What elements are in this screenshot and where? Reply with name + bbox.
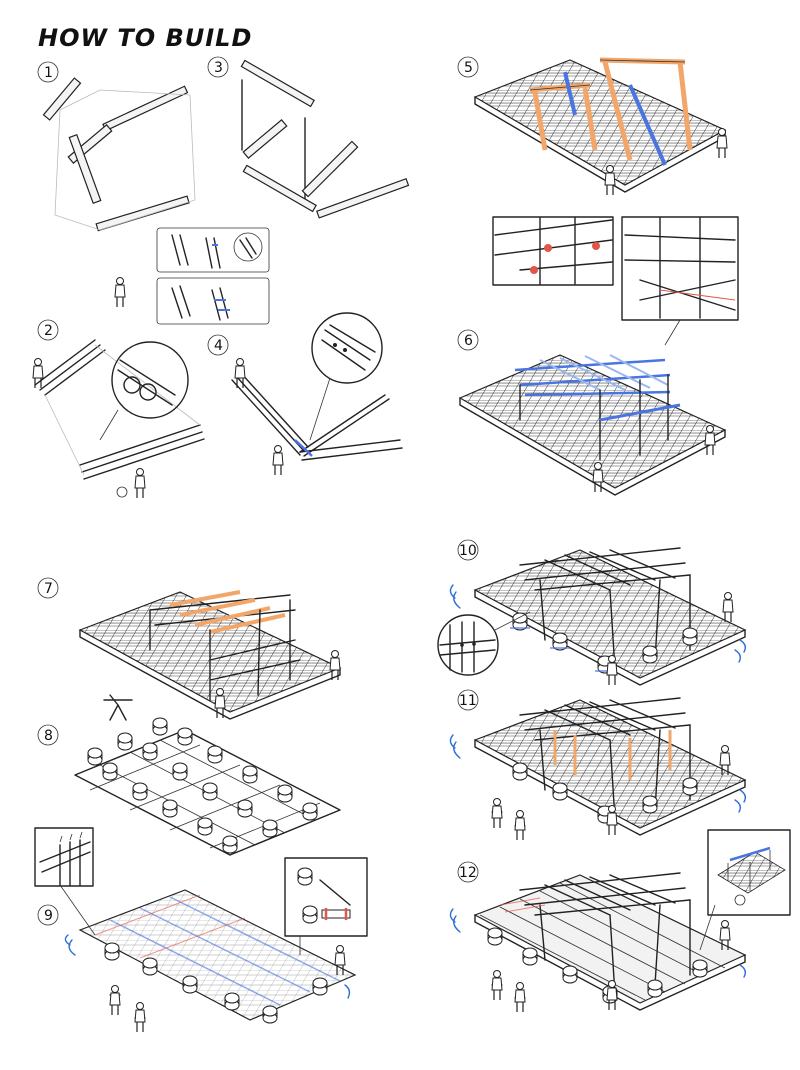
- step-9-marker: [37, 904, 59, 926]
- step-6-marker: [457, 329, 479, 351]
- step-5-diagram: 5: [457, 56, 728, 196]
- joint-detail-left: [492, 216, 614, 286]
- step-12-diagram: 12: [449, 829, 791, 1013]
- inset-detail-left: [34, 827, 94, 887]
- step-6-number: 6: [464, 333, 473, 349]
- step-2-number: 2: [44, 323, 53, 339]
- step-7-diagram: 7: [37, 577, 342, 721]
- detail-magnifier: [111, 341, 189, 419]
- step-3-diagram: 3: [207, 56, 410, 219]
- detail-magnifier: [437, 614, 499, 676]
- step-5-marker: [457, 56, 479, 78]
- detail-magnifier: [311, 312, 383, 384]
- step-10-number: 10: [459, 543, 477, 559]
- step-2-marker: [37, 319, 59, 341]
- step-12-marker: [457, 861, 479, 883]
- step-1-diagram: 1: [37, 61, 270, 325]
- inset-detail-right: [284, 857, 368, 937]
- step-8-number: 8: [44, 728, 53, 744]
- step-2-diagram: 2: [32, 319, 205, 499]
- step-7-number: 7: [44, 581, 53, 597]
- step-8-marker: [37, 724, 59, 746]
- step-7-marker: [37, 577, 59, 599]
- step-3-number: 3: [214, 60, 223, 76]
- step-6-diagram: 6: [457, 329, 727, 496]
- callout-box-2: [156, 277, 270, 325]
- step-4-number: 4: [214, 338, 223, 354]
- step-11-diagram: 11: [449, 689, 747, 841]
- page-title: HOW TO BUILD: [38, 24, 253, 52]
- step-10-diagram: 10: [437, 539, 747, 686]
- step-12-number: 12: [459, 865, 477, 881]
- step-11-number: 11: [459, 693, 477, 709]
- step-4-marker: [207, 334, 229, 356]
- step-9-diagram: 9: [34, 827, 368, 1033]
- step-8-diagram: 8: [37, 717, 341, 856]
- step-5-number: 5: [464, 60, 473, 76]
- step-4-diagram: 4: [207, 312, 403, 476]
- step-1-marker: [37, 61, 59, 83]
- callout-box-1: [156, 227, 270, 273]
- inset-perspective: [707, 829, 791, 916]
- step-11-marker: [457, 689, 479, 711]
- step-9-number: 9: [44, 908, 53, 924]
- joint-detail-right: [621, 216, 739, 346]
- person-figure: [114, 276, 126, 308]
- step-10-marker: [457, 539, 479, 561]
- step-1-number: 1: [44, 65, 53, 81]
- step-3-marker: [207, 56, 229, 78]
